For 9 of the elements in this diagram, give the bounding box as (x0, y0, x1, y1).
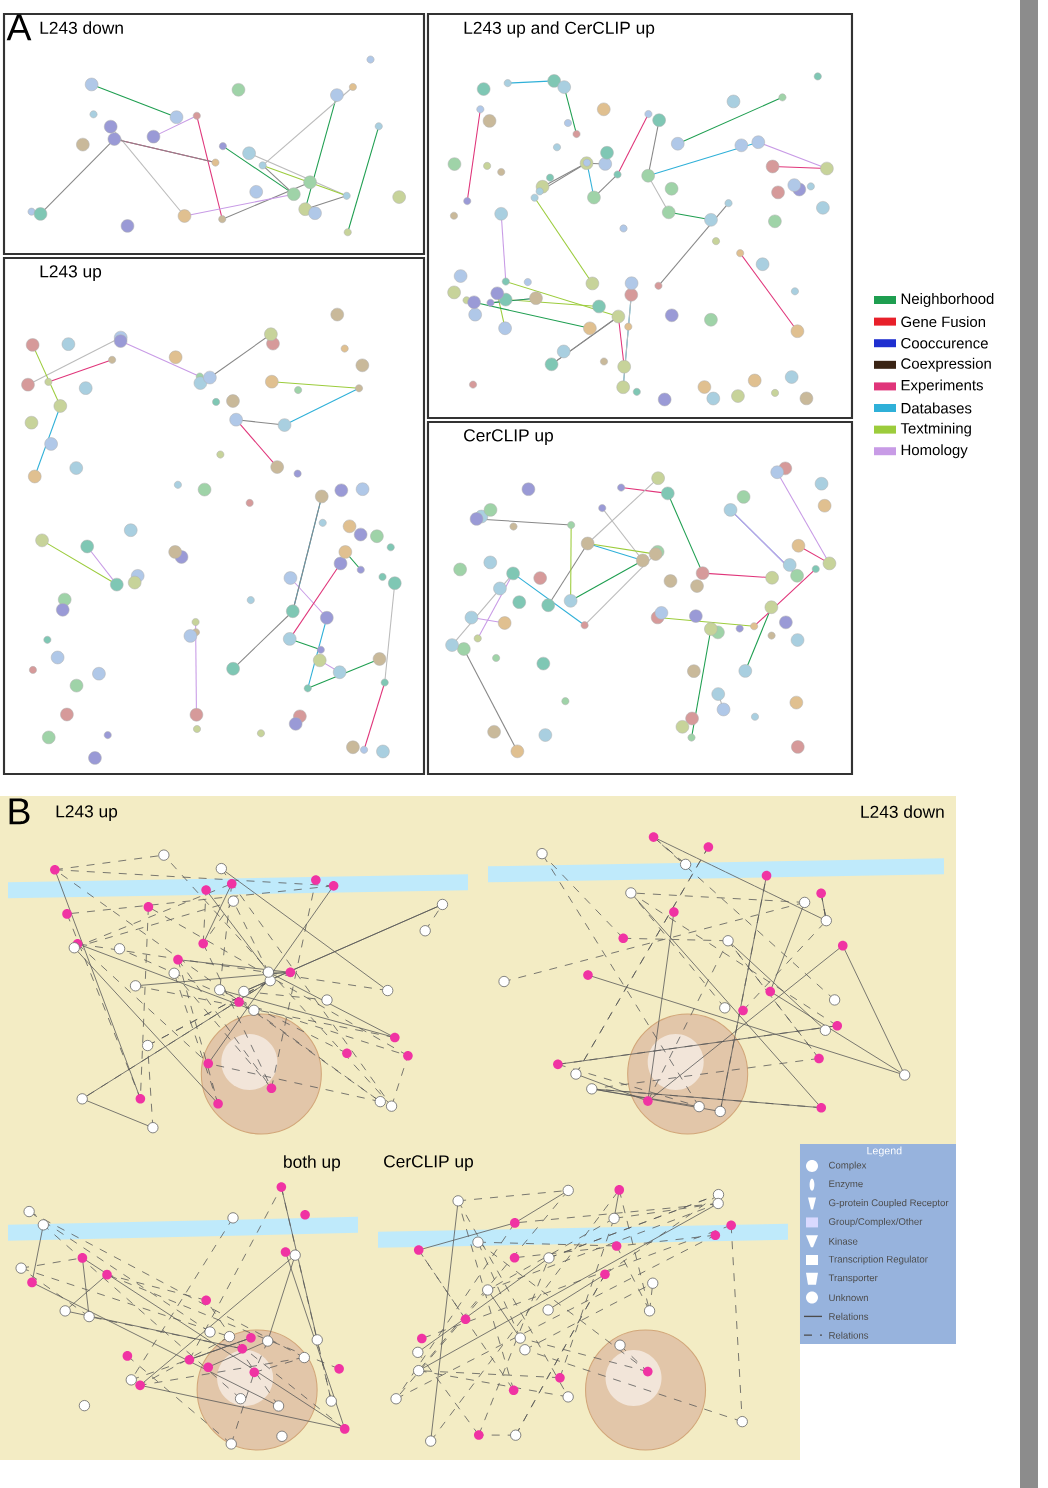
node-label: both up (284, 1155, 341, 1172)
panel-letter: A (6, 14, 32, 41)
panel-letter: B (9, 798, 30, 825)
network-panel: L243 up and CerCLIP up (426, 12, 854, 420)
node-label: L243 down (861, 805, 944, 818)
node-label: CerCLIP up (384, 1155, 473, 1171)
network-panel: CerCLIP up (426, 420, 854, 776)
network-panel: L243 up (2, 256, 426, 776)
node-label: L243 up (56, 805, 118, 821)
